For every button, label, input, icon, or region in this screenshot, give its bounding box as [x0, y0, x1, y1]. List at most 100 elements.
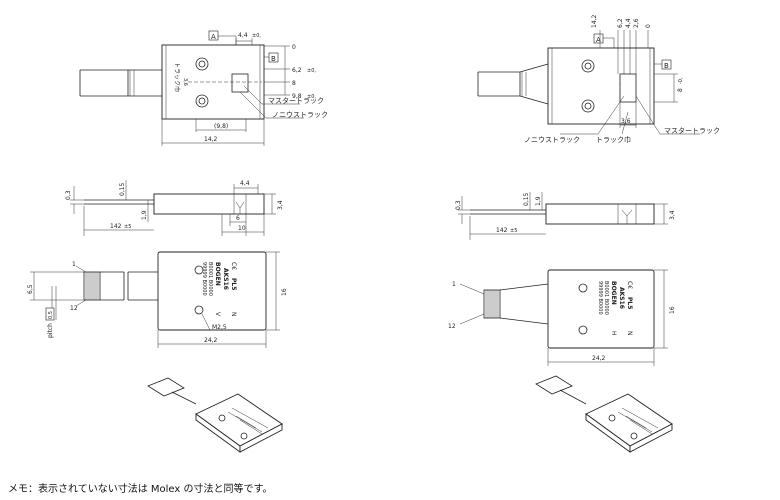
right-iso-cable: [559, 389, 587, 405]
left-side-sensor-mark: [235, 201, 245, 214]
right-top-ext: [599, 30, 649, 74]
left-dim-4-4: 4,4: [238, 32, 248, 39]
left-datum-b: B: [271, 55, 276, 63]
right-chip-brand: BOGEN: [610, 281, 617, 305]
left-side-dim-4-4-line: [233, 184, 259, 194]
right-ribbon-strands: [485, 290, 499, 318]
right-chip-h: H: [610, 331, 617, 336]
right-dim-14-2-top: 14,2: [591, 14, 598, 28]
left-ribbon-strands: [85, 272, 99, 300]
left-dim-10: 10: [238, 225, 246, 232]
left-top-view: A B 4,4 ±0, 0 6,2 ±0, 8 9,8 ±0, トラック巾 3,…: [79, 30, 328, 146]
left-chip-pl5: PL5: [230, 278, 237, 290]
left-side-body: [153, 193, 265, 215]
right-chip-label: BOGEN B0001 B0000 99999 B0000 AKS16 C€ P…: [597, 281, 633, 336]
right-dim-6-2: 6,2: [617, 18, 624, 28]
left-side-dim-4-4: 4,4: [240, 180, 250, 187]
left-iso-hole-1: [218, 414, 226, 422]
left-dim-24-2-line: [157, 330, 267, 348]
right-chip-n: N: [626, 331, 633, 336]
right-datum-b: B: [664, 62, 669, 70]
left-chip-ce: C€: [230, 262, 237, 270]
left-dim-16-line: [266, 251, 280, 331]
left-pitch-value: 0,5: [48, 311, 54, 319]
left-dim-4-4-line: [235, 38, 253, 45]
right-datum-b-box: [661, 59, 672, 70]
right-dim-3-4: 3,4: [669, 210, 676, 220]
right-dim-8-line: [654, 73, 678, 103]
right-dim-4-4: 4,4: [625, 18, 632, 28]
right-top-view: A B 14,2 6,2 4,4 2,6 0 8 -0, 3,6 ノニウストラッ…: [477, 14, 720, 144]
right-chip-ce: C€: [626, 281, 633, 289]
right-front-body: [547, 269, 655, 349]
left-pitch-box: [45, 307, 55, 321]
left-chip-n: N: [230, 312, 237, 317]
left-top-hole-2-inner: [198, 97, 206, 105]
left-top-cable: [79, 69, 162, 97]
right-top-cable-break: [521, 72, 527, 96]
right-side-sensor-lines: [617, 204, 637, 224]
right-dim-zero: 0: [645, 24, 652, 28]
left-dim-9-8-paren: (9,8): [214, 123, 228, 130]
right-datum-a: A: [596, 36, 601, 44]
right-dim-16-line: [654, 269, 668, 349]
left-dim-142-line: [83, 206, 154, 236]
left-pin-12: 12: [70, 305, 78, 312]
left-side-sensor-lines: [233, 194, 247, 214]
right-chip-line1: B0001 B0000: [603, 281, 609, 315]
right-dim-142: 142: [496, 227, 508, 234]
left-pin-1: 1: [72, 261, 76, 268]
right-iso-ribbon: [535, 375, 573, 395]
left-m2-5: M2,5: [212, 324, 227, 331]
left-dim-16: 16: [281, 288, 288, 296]
right-nonius-track: ノニウストラック: [524, 136, 580, 144]
right-front-hole-2: [578, 325, 588, 335]
technical-drawing: A B 4,4 ±0, 0 6,2 ±0, 8 9,8 ±0, トラック巾 3,…: [27, 14, 720, 453]
left-iso-cable: [171, 391, 197, 405]
left-front-view: 1 12 6,5 pitch 0,5 BOGEN B0001 B0000 999…: [27, 251, 288, 348]
left-dim-3-6: 3,6: [182, 78, 188, 86]
left-dim-6-5-line: [30, 271, 84, 301]
right-dim-2-6: 2,6: [633, 18, 640, 28]
right-front-hole-1: [578, 283, 588, 293]
right-top-hole-2: [581, 99, 595, 113]
left-iso-text-lines: [227, 407, 269, 435]
left-iso-front: [239, 423, 283, 453]
left-chip-brand: BOGEN: [214, 262, 221, 286]
left-front-hole-1: [194, 265, 204, 275]
left-top-cable-break: [129, 70, 135, 96]
right-dim-3-6-line: [619, 102, 637, 128]
left-tol-6-2: ±0,: [307, 68, 316, 74]
left-chip-label: BOGEN B0001 B0000 99999 B0000 AKS16 C€ P…: [201, 262, 237, 317]
left-side-bottom-ext: [221, 214, 265, 236]
right-top-body-edges: [551, 48, 651, 124]
left-isometric: [147, 377, 283, 453]
left-iso-ribbon: [147, 377, 185, 397]
left-bottom-ext: [161, 119, 265, 146]
right-chip-model: AKS16: [618, 287, 625, 309]
left-iso-hole-2: [240, 432, 248, 440]
left-chip-line1: B0001 B0000: [207, 262, 213, 296]
left-dim-zero: 0: [292, 44, 296, 51]
left-track-leaders: [239, 85, 304, 119]
left-datum-a: A: [211, 33, 216, 41]
right-pin-12: 12: [448, 323, 456, 330]
left-ext-lines: [264, 45, 290, 96]
left-top-hole-1-inner: [198, 60, 206, 68]
right-iso-hole-2: [630, 432, 638, 440]
right-dim-0-3-line: [458, 196, 470, 224]
right-datum-a-box: [593, 33, 604, 44]
left-tol-142: ±5: [124, 224, 131, 230]
right-top-cable: [477, 63, 549, 105]
left-chip-model: AKS16: [222, 268, 229, 290]
left-dim-0-3: 0,3: [65, 190, 72, 200]
right-chip-line2: 99999 B0000: [597, 281, 603, 315]
left-track-width-label: トラック巾: [173, 62, 181, 92]
right-dim-8: 8: [677, 88, 684, 92]
left-master-track: マスタートラック: [268, 96, 324, 105]
right-tol-8: -0,: [678, 77, 684, 84]
right-dim-0-15: 0,15: [523, 192, 530, 206]
right-front-view: 1 12 BOGEN B0001 B0000 99999 B0000 AKS16…: [448, 269, 676, 366]
left-dim-24-2: 24,2: [204, 337, 218, 344]
left-dim-142: 142: [110, 223, 122, 230]
